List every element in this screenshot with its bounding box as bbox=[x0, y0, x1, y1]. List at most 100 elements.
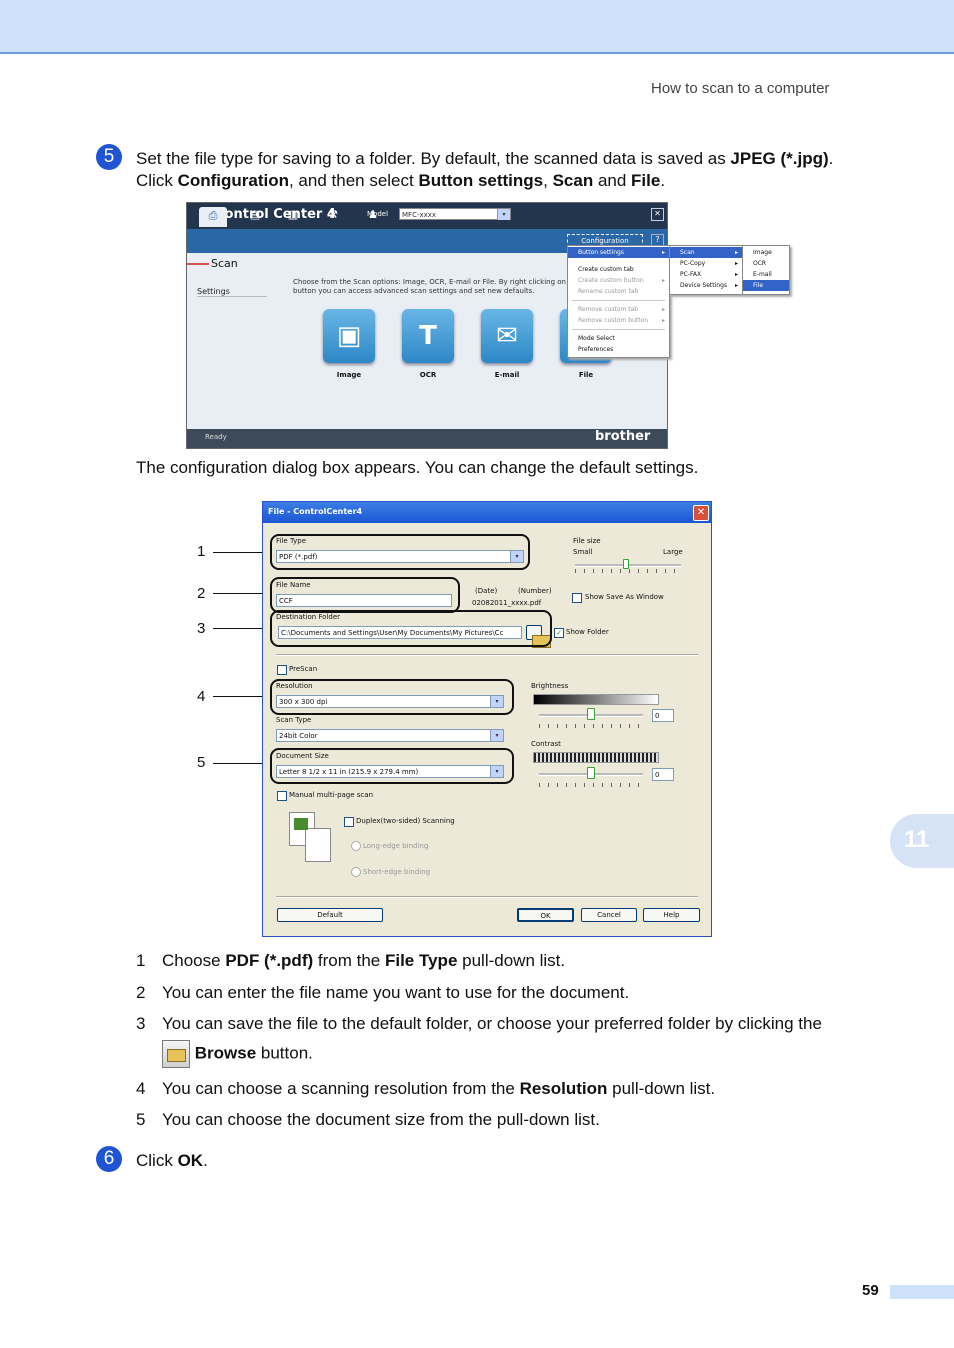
file-name-example: 02082011_xxxx.pdf bbox=[472, 599, 542, 607]
scan-type-label: Scan Type bbox=[276, 716, 312, 724]
show-folder-checkbox[interactable]: ✓ bbox=[554, 628, 564, 638]
email-icon[interactable]: ✉ bbox=[481, 309, 533, 363]
file-name-input[interactable]: CCF bbox=[276, 594, 452, 607]
chevron-down-icon: ▾ bbox=[490, 766, 503, 777]
ocr-button-label: OCR bbox=[419, 371, 437, 379]
menu-item-mode-select[interactable]: Mode Select bbox=[578, 335, 615, 342]
menu-item-email[interactable]: E-mail bbox=[753, 271, 772, 278]
photo-capture-tab-icon[interactable]: ▥ bbox=[287, 208, 299, 221]
text-run-bold: File bbox=[631, 171, 661, 190]
show-save-as-checkbox[interactable] bbox=[572, 593, 582, 603]
button-settings-submenu: Scan▸ PC-Copy▸ PC-FAX ▸ Device Settings▸ bbox=[669, 245, 743, 295]
chevron-down-icon: ▾ bbox=[490, 696, 503, 707]
support-tab-icon[interactable]: ♟ bbox=[368, 208, 378, 221]
step-5-text: Set the file type for saving to a folder… bbox=[136, 148, 833, 192]
image-icon[interactable]: ▣ bbox=[323, 309, 375, 363]
text-run-bold: File Type bbox=[384, 951, 458, 970]
text-run: pull-down list. bbox=[457, 951, 566, 970]
callout-line bbox=[213, 593, 271, 594]
menu-item-label: Button settings bbox=[578, 249, 624, 256]
text-run: button. bbox=[256, 1043, 313, 1063]
image-button-label: Image bbox=[336, 371, 362, 379]
resolution-select[interactable]: 300 x 300 dpi ▾ bbox=[276, 695, 504, 708]
callout-line bbox=[213, 552, 271, 553]
chevron-down-icon: ▾ bbox=[490, 730, 503, 741]
show-folder-label: Show Folder bbox=[566, 628, 609, 636]
menu-item-label: Create custom button bbox=[578, 277, 644, 284]
prescan-checkbox[interactable] bbox=[277, 665, 287, 675]
cc-model-label: Model bbox=[367, 210, 389, 218]
document-size-select[interactable]: Letter 8 1/2 x 11 in (215.9 x 279.4 mm)▾ bbox=[276, 765, 504, 778]
menu-item-button-settings[interactable]: Button settings▸ bbox=[568, 247, 669, 258]
menu-item-ocr[interactable]: OCR bbox=[753, 260, 767, 267]
chapter-tab: 11 bbox=[890, 814, 954, 868]
long-edge-radio[interactable] bbox=[351, 841, 361, 851]
text-run: , bbox=[543, 171, 553, 190]
file-type-select[interactable]: PDF (*.pdf)▾ bbox=[276, 550, 524, 563]
slider-ticks bbox=[539, 783, 643, 787]
manual-multi-page-checkbox[interactable] bbox=[277, 791, 287, 801]
contrast-slider-thumb[interactable] bbox=[587, 767, 595, 779]
duplex-checkbox[interactable] bbox=[344, 817, 354, 827]
scan-description: Choose from the Scan options: Image, OCR… bbox=[293, 278, 573, 295]
contrast-label: Contrast bbox=[531, 740, 561, 748]
chevron-right-icon: ▸ bbox=[734, 282, 738, 289]
cancel-button[interactable]: Cancel bbox=[581, 908, 637, 922]
ok-button[interactable]: OK bbox=[517, 908, 574, 922]
settings-link[interactable]: Settings bbox=[197, 287, 267, 297]
text-run: You can enter the file name you want to … bbox=[162, 983, 630, 1002]
scan-tab-icon[interactable]: ⎙ bbox=[199, 207, 227, 227]
short-edge-radio[interactable] bbox=[351, 867, 361, 877]
help-button[interactable]: Help bbox=[643, 908, 700, 922]
close-icon[interactable]: ✕ bbox=[651, 208, 664, 221]
chevron-right-icon: ▸ bbox=[734, 271, 738, 278]
callout-number: 3 bbox=[197, 620, 206, 637]
menu-item-scan[interactable]: Scan▸ bbox=[670, 247, 742, 258]
menu-item-device-settings[interactable]: Device Settings▸ bbox=[670, 280, 742, 291]
destination-folder-input[interactable]: C:\Documents and Settings\User\My Docume… bbox=[278, 626, 522, 639]
menu-item-pc-fax[interactable]: PC-FAX ▸ bbox=[670, 269, 742, 280]
menu-item-create-custom-button[interactable]: Create custom button▸ bbox=[568, 275, 669, 286]
text-run: Click bbox=[136, 171, 178, 190]
cc-model-value: MFC-xxxx bbox=[402, 211, 437, 219]
chevron-right-icon: ▸ bbox=[661, 317, 665, 324]
text-run-bold: Configuration bbox=[177, 171, 289, 190]
device-settings-tab-icon[interactable]: ⚒ bbox=[328, 208, 338, 221]
resolution-value: 300 x 300 dpi bbox=[279, 698, 328, 706]
brightness-slider-thumb[interactable] bbox=[587, 708, 595, 720]
file-size-slider-thumb[interactable] bbox=[623, 559, 629, 569]
default-button[interactable]: Default bbox=[277, 908, 383, 922]
step-6-text: Click OK. bbox=[136, 1150, 208, 1172]
close-icon[interactable]: ✕ bbox=[693, 505, 709, 521]
contrast-value[interactable]: 0 bbox=[652, 768, 674, 781]
menu-item-remove-custom-button[interactable]: Remove custom button▸ bbox=[568, 315, 669, 326]
scan-type-select[interactable]: 24bit Color▾ bbox=[276, 729, 504, 742]
menu-separator bbox=[572, 300, 665, 301]
menu-item-label: PC-FAX bbox=[680, 271, 702, 278]
menu-item-remove-custom-tab[interactable]: Remove custom tab▸ bbox=[568, 304, 669, 315]
cc-model-select[interactable]: MFC-xxxx ▾ bbox=[399, 208, 511, 220]
text-run: . bbox=[828, 149, 834, 168]
ocr-icon[interactable]: T bbox=[402, 309, 454, 363]
list-item-continued: Browse button. bbox=[162, 1040, 313, 1068]
brightness-value[interactable]: 0 bbox=[652, 709, 674, 722]
text-run-bold: JPEG (*.jpg) bbox=[730, 149, 829, 168]
callout-number: 4 bbox=[197, 688, 206, 705]
menu-item-preferences[interactable]: Preferences bbox=[578, 346, 614, 353]
resolution-label: Resolution bbox=[276, 682, 313, 690]
file-type-label: File Type bbox=[276, 537, 307, 545]
page-number-bar bbox=[890, 1285, 954, 1299]
menu-item-pc-copy[interactable]: PC-Copy▸ bbox=[670, 258, 742, 269]
chevron-down-icon: ▾ bbox=[497, 209, 510, 220]
callout-number: 1 bbox=[197, 543, 206, 560]
menu-item-image[interactable]: Image bbox=[753, 249, 772, 256]
menu-item-rename-custom-tab[interactable]: Rename custom tab bbox=[578, 288, 639, 295]
file-size-label: File size bbox=[573, 537, 601, 545]
callout-line bbox=[213, 696, 271, 697]
menu-item-create-custom-tab[interactable]: Create custom tab bbox=[578, 266, 634, 273]
menu-item-file[interactable]: File bbox=[743, 280, 789, 291]
pc-fax-tab-icon[interactable]: ▤ bbox=[249, 208, 261, 221]
divider bbox=[276, 654, 698, 656]
callout-frame bbox=[270, 748, 514, 784]
